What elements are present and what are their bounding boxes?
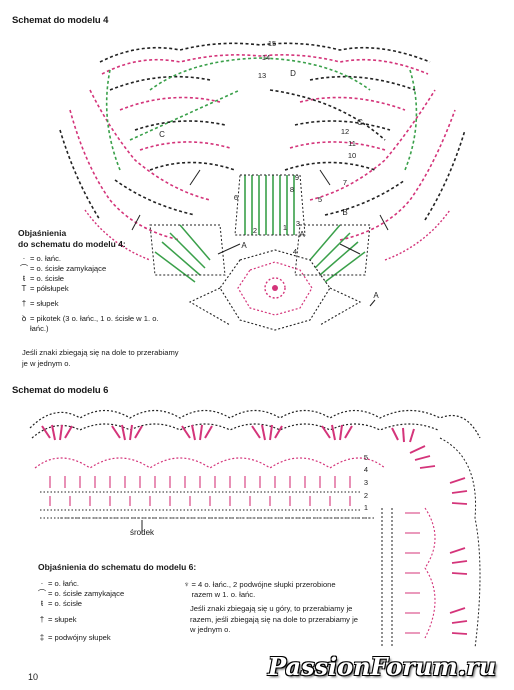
model4-title: Schemat do modelu 4 (12, 15, 109, 26)
m6-row-5: 5 (364, 453, 368, 462)
m4-row-14: 14 (262, 53, 270, 62)
m4-row-4: 4 (293, 247, 297, 256)
double-crochet-icon: † (39, 615, 45, 624)
model6-legend-right: ♆ = 4 o. łańc., 2 podwójne słupki przero… (182, 580, 357, 600)
model4-diagram: 15 14 13 12 11 10 9 8 7 6 5 4 3 2 1 A A … (59, 39, 466, 331)
double-crochet-icon: † (21, 299, 27, 308)
m6-row-2: 2 (364, 491, 368, 500)
m4-row-5: 5 (318, 195, 322, 204)
legend-item: †= słupek (18, 299, 178, 309)
treble-icon: ‡ (39, 633, 45, 642)
legend-text: = o. ścisłe (48, 599, 82, 608)
m4-row-13: 13 (258, 71, 266, 80)
model4-note: Jeśli znaki zbiegają się na dole to prze… (22, 348, 179, 368)
legend-text: = podwójny słupek (48, 633, 111, 642)
m4-letter-d: D (290, 69, 296, 78)
model6-diagram: 5 4 3 2 1 (29, 409, 481, 649)
model6-title: Schemat do modelu 6 (12, 385, 109, 396)
m4-row-3: 3 (296, 219, 300, 228)
watermark-logo: PassionForum.ru (268, 652, 497, 681)
m4-letter-c2: C (357, 118, 363, 127)
legend-item: T= półsłupek (18, 284, 178, 294)
model6-legend-left: · = o. łańc. ⌒= o. ścisłe zamykające ŧ = o… (36, 579, 186, 643)
legend-item: · = o. łańc. (18, 254, 178, 264)
legend-text: = słupek (30, 299, 59, 308)
legend-text: = słupek (48, 615, 77, 624)
m4-letter-a3: A (373, 291, 379, 300)
m4-row-9: 9 (295, 173, 299, 182)
plus-icon: ŧ (22, 274, 26, 283)
cluster-icon: ♆ (183, 580, 190, 589)
m4-row-15: 15 (268, 39, 276, 48)
legend-text: = pikotek (3 o. łańc., 1 o. ścisłe w 1. … (30, 314, 159, 333)
m4-letter-a2: A (299, 230, 305, 239)
m4-row-10: 10 (348, 151, 356, 160)
plus-icon: ŧ (40, 599, 44, 608)
m4-row-6: 6 (234, 193, 238, 202)
m4-letter-b: B (342, 208, 347, 217)
m4-row-8: 8 (290, 185, 294, 194)
m4-row-2: 2 (253, 226, 257, 235)
page-number: 10 (28, 672, 39, 682)
dot-icon: · (22, 254, 26, 263)
legend-text: = o. łańc. (30, 254, 62, 263)
legend-item: ꝺ= pikotek (3 o. łańc., 1 o. ścisłe w 1.… (18, 314, 178, 334)
m6-row-1: 1 (364, 503, 368, 512)
legend-item: ‡= podwójny słupek (36, 633, 186, 643)
m6-row-3: 3 (364, 478, 368, 487)
legend-item: ⌒= o. ścisłe zamykające (36, 589, 186, 599)
dot-icon: · (40, 579, 44, 588)
m6-row-4: 4 (364, 465, 368, 474)
model4-legend: · = o. łańc. ⌒= o. ścisłe zamykające ŧ = o… (18, 254, 178, 334)
legend-item: ŧ = o. ścisłe (36, 599, 186, 609)
m4-row-11: 11 (348, 139, 356, 148)
model6-legend-title: Objaśnienia do schematu do modelu 6: (38, 562, 197, 572)
arc-icon: ⌒ (38, 589, 46, 598)
picot-icon: ꝺ (21, 314, 27, 323)
legend-text: = półsłupek (30, 284, 69, 293)
legend-item: ⌒= o. ścisłe zamykające (18, 264, 178, 274)
center-label: środek (130, 528, 155, 537)
legend-item: · = o. łańc. (36, 579, 186, 589)
legend-text: = o. ścisłe zamykające (30, 264, 107, 273)
legend-text: = o. łańc. (48, 579, 80, 588)
legend-text: = o. ścisłe zamykające (48, 589, 125, 598)
m4-row-12: 12 (341, 127, 349, 136)
m4-row-7: 7 (343, 178, 347, 187)
legend-item: ŧ = o. ścisłe (18, 274, 178, 284)
arc-icon: ⌒ (20, 264, 28, 273)
half-double-icon: T (21, 284, 27, 293)
m4-letter-a1: A (241, 241, 247, 250)
m4-letter-c1: C (159, 130, 165, 139)
legend-text: = 4 o. łańc., 2 podwójne słupki przerobi… (191, 580, 336, 599)
legend-item: †= słupek (36, 615, 186, 625)
legend-text: = o. ścisłe (30, 274, 64, 283)
model6-note: Jeśli znaki zbiegają się u góry, to prze… (190, 604, 358, 634)
m4-row-1: 1 (283, 223, 287, 232)
model4-legend-title: Objaśnienia do schematu do modelu 4: (18, 228, 126, 249)
